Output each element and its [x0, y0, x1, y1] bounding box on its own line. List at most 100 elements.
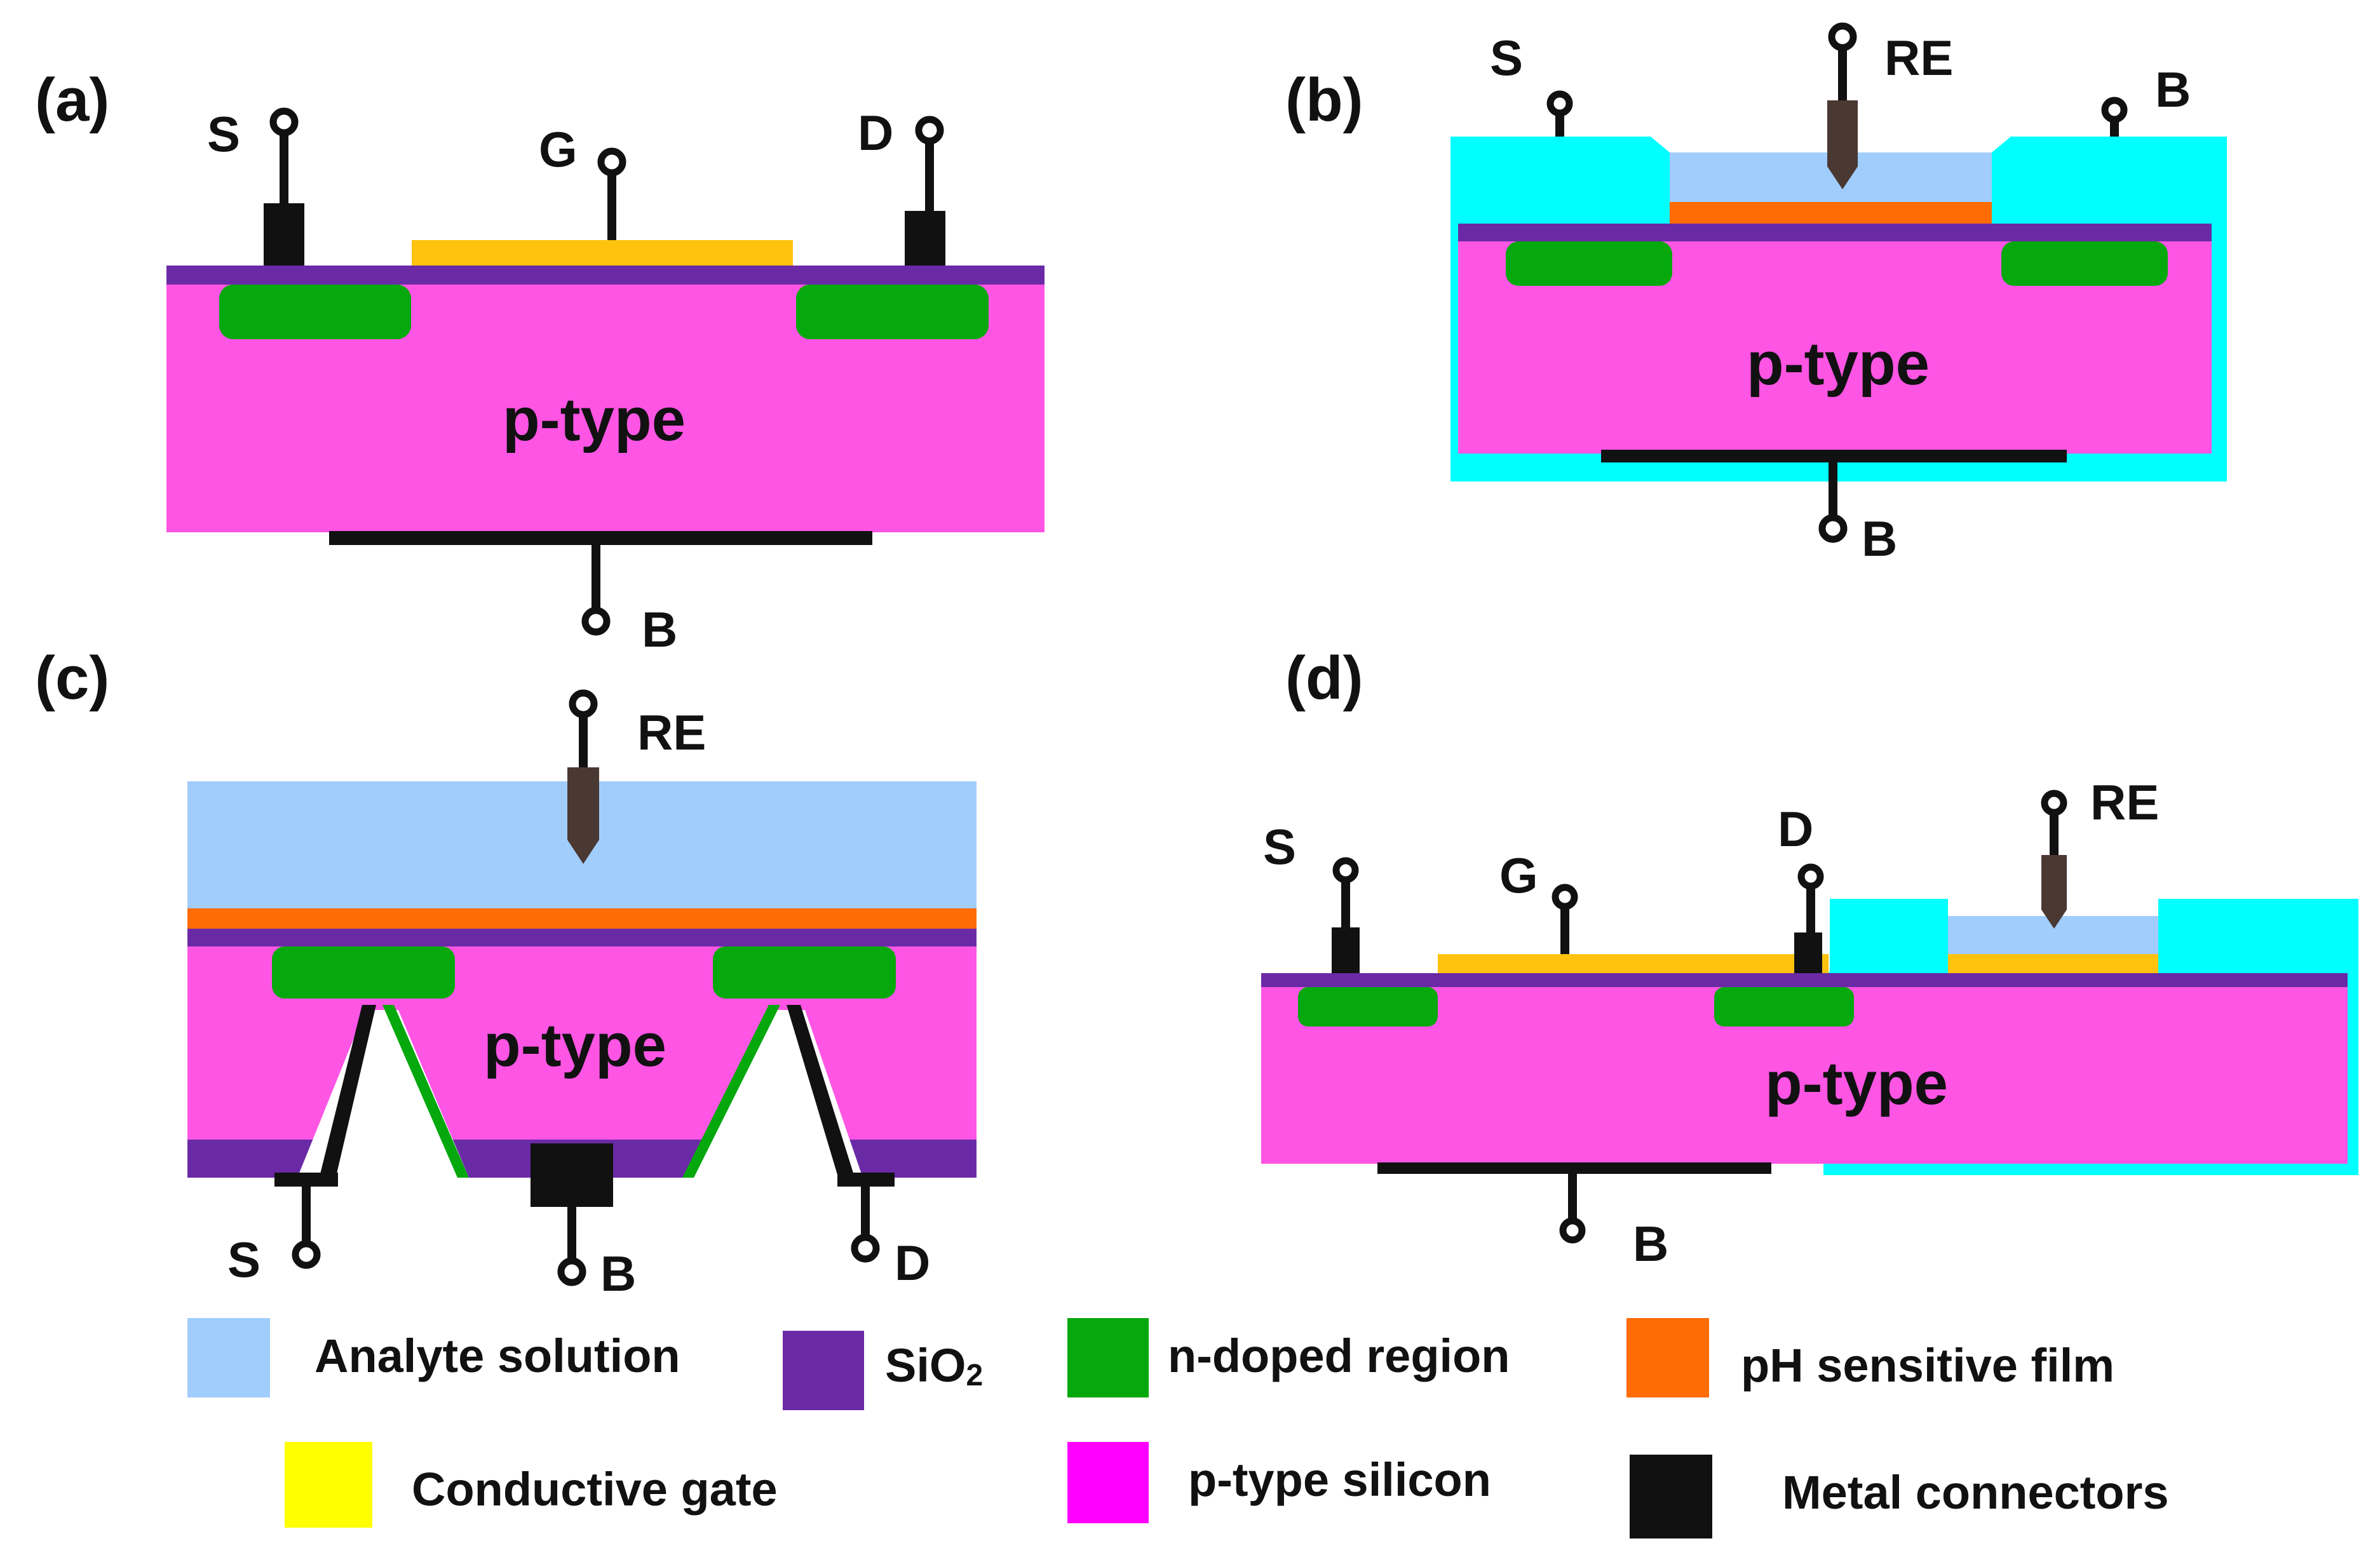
- gate-label: G: [1499, 847, 1538, 903]
- n-doped-source-region: [219, 285, 411, 339]
- bulk-metal-contact: [329, 531, 872, 545]
- source-metal-contact: [1332, 927, 1360, 973]
- panel-c: (c) RE S B D: [35, 644, 977, 1302]
- panel-b-tag: (b): [1285, 66, 1363, 134]
- source-bottom-contact: [274, 1173, 338, 1187]
- drain-bottom-contact: [837, 1173, 895, 1187]
- encapsulation-left-block: [1450, 137, 1670, 222]
- source-label: S: [1263, 819, 1296, 875]
- panel-a-tag: (a): [35, 66, 109, 134]
- legend-swatch-analyte: [187, 1318, 270, 1397]
- bulk-metal-contact: [531, 1143, 613, 1207]
- bulk-terminal: [557, 1257, 586, 1286]
- ph-sensitive-film: [1948, 954, 2158, 974]
- drain-terminal: [915, 116, 944, 145]
- drain-terminal: [851, 1234, 880, 1263]
- legend-label-metal: Metal connectors: [1782, 1466, 2169, 1519]
- reference-electrode: [2041, 855, 2067, 929]
- n-doped-drain-region: [2001, 241, 2168, 286]
- drain-sidewall-metal: [787, 1005, 855, 1179]
- source-terminal: [269, 107, 299, 137]
- bulk-terminal: [581, 607, 611, 636]
- reference-label: RE: [637, 704, 706, 760]
- legend-swatch-ph-film: [1626, 1318, 1709, 1397]
- ph-sensitive-film: [1670, 202, 1992, 224]
- substrate-label: p-type: [1747, 330, 1930, 398]
- legend-swatch-metal: [1630, 1455, 1712, 1538]
- bulk-terminal: [1559, 1217, 1586, 1244]
- sio2-layer: [1458, 224, 2212, 241]
- legend-swatch-sio2: [783, 1331, 864, 1410]
- legend-label-ndoped: n-doped region: [1168, 1329, 1510, 1382]
- bulk-label: B: [1633, 1216, 1668, 1272]
- n-doped-source-region: [1298, 987, 1438, 1027]
- bulk-terminal: [1818, 514, 1848, 543]
- reference-terminal: [2041, 790, 2067, 816]
- bulk-metal-contact: [1601, 450, 2067, 462]
- source-sidewall-metal: [319, 1005, 376, 1179]
- legend-label-gate: Conductive gate: [412, 1463, 778, 1516]
- reference-label: RE: [2090, 774, 2159, 830]
- n-doped-drain-region: [713, 946, 896, 999]
- n-doped-drain-region: [796, 285, 989, 339]
- source-metal-contact: [264, 203, 304, 266]
- reference-electrode: [1827, 100, 1858, 189]
- source-label: S: [1490, 30, 1523, 86]
- panel-c-tag: (c): [35, 644, 109, 712]
- gate-terminal: [597, 147, 626, 177]
- substrate-label: p-type: [503, 386, 686, 454]
- substrate-label: p-type: [483, 1011, 666, 1079]
- substrate-label: p-type: [1765, 1049, 1948, 1117]
- drain-sidewall-ndoped: [682, 1005, 780, 1178]
- drain-label: D: [858, 105, 893, 161]
- n-doped-source-region: [1506, 241, 1672, 286]
- encapsulation-right-block: [2158, 899, 2358, 975]
- legend-label-psilicon: p-type silicon: [1188, 1453, 1491, 1506]
- source-terminal: [292, 1240, 321, 1269]
- reference-terminal: [569, 689, 598, 718]
- source-sidewall-ndoped: [382, 1005, 469, 1178]
- drain-metal-contact: [905, 211, 945, 266]
- panel-b: (b) RE S B B p-type: [1285, 22, 2227, 567]
- drain-label: D: [1778, 801, 1813, 857]
- bulk-label: B: [642, 602, 677, 657]
- ph-sensitive-film: [187, 908, 977, 929]
- encapsulation-left-block: [1830, 899, 1948, 975]
- encapsulation-right-block: [1992, 137, 2227, 222]
- source-label: S: [227, 1232, 260, 1288]
- bulk-metal-contact: [1377, 1162, 1771, 1174]
- conductive-gate: [412, 240, 793, 266]
- n-doped-source-region: [272, 946, 455, 999]
- sio2-layer: [166, 266, 1045, 285]
- panel-d-tag: (d): [1285, 644, 1363, 712]
- source-label: S: [207, 106, 240, 162]
- panel-d: (d) S G D RE B p-t: [1261, 644, 2358, 1272]
- right-trench: [687, 1010, 863, 1178]
- panel-a: (a) S G D B p-type: [35, 66, 1045, 657]
- drain-terminal: [1797, 863, 1824, 890]
- legend: Analyte solution SiO2 n-doped region pH …: [187, 1318, 2169, 1538]
- bulk-label: B: [600, 1246, 636, 1302]
- drain-metal-contact: [1794, 932, 1822, 973]
- legend-label-analyte: Analyte solution: [314, 1329, 680, 1382]
- gate-label: G: [539, 121, 578, 177]
- legend-swatch-gate: [285, 1442, 372, 1528]
- source-terminal: [1546, 90, 1573, 117]
- conductive-gate: [1438, 954, 1829, 973]
- reference-label: RE: [1884, 30, 1953, 86]
- sio2-top-layer: [187, 929, 977, 946]
- sio2-layer: [1261, 973, 2348, 987]
- legend-label-sio2: SiO2: [885, 1339, 983, 1392]
- reference-electrode: [567, 767, 599, 864]
- bulk-top-label: B: [2155, 62, 2191, 118]
- reference-terminal: [1828, 22, 1857, 51]
- legend-label-ph-film: pH sensitive film: [1741, 1339, 2114, 1392]
- legend-swatch-ndoped: [1067, 1318, 1149, 1397]
- bulk-top-terminal: [2101, 97, 2128, 123]
- legend-swatch-psilicon: [1067, 1442, 1149, 1523]
- bulk-label: B: [1862, 511, 1897, 567]
- source-terminal: [1332, 857, 1359, 884]
- drain-label: D: [895, 1235, 930, 1291]
- gate-terminal: [1552, 884, 1578, 910]
